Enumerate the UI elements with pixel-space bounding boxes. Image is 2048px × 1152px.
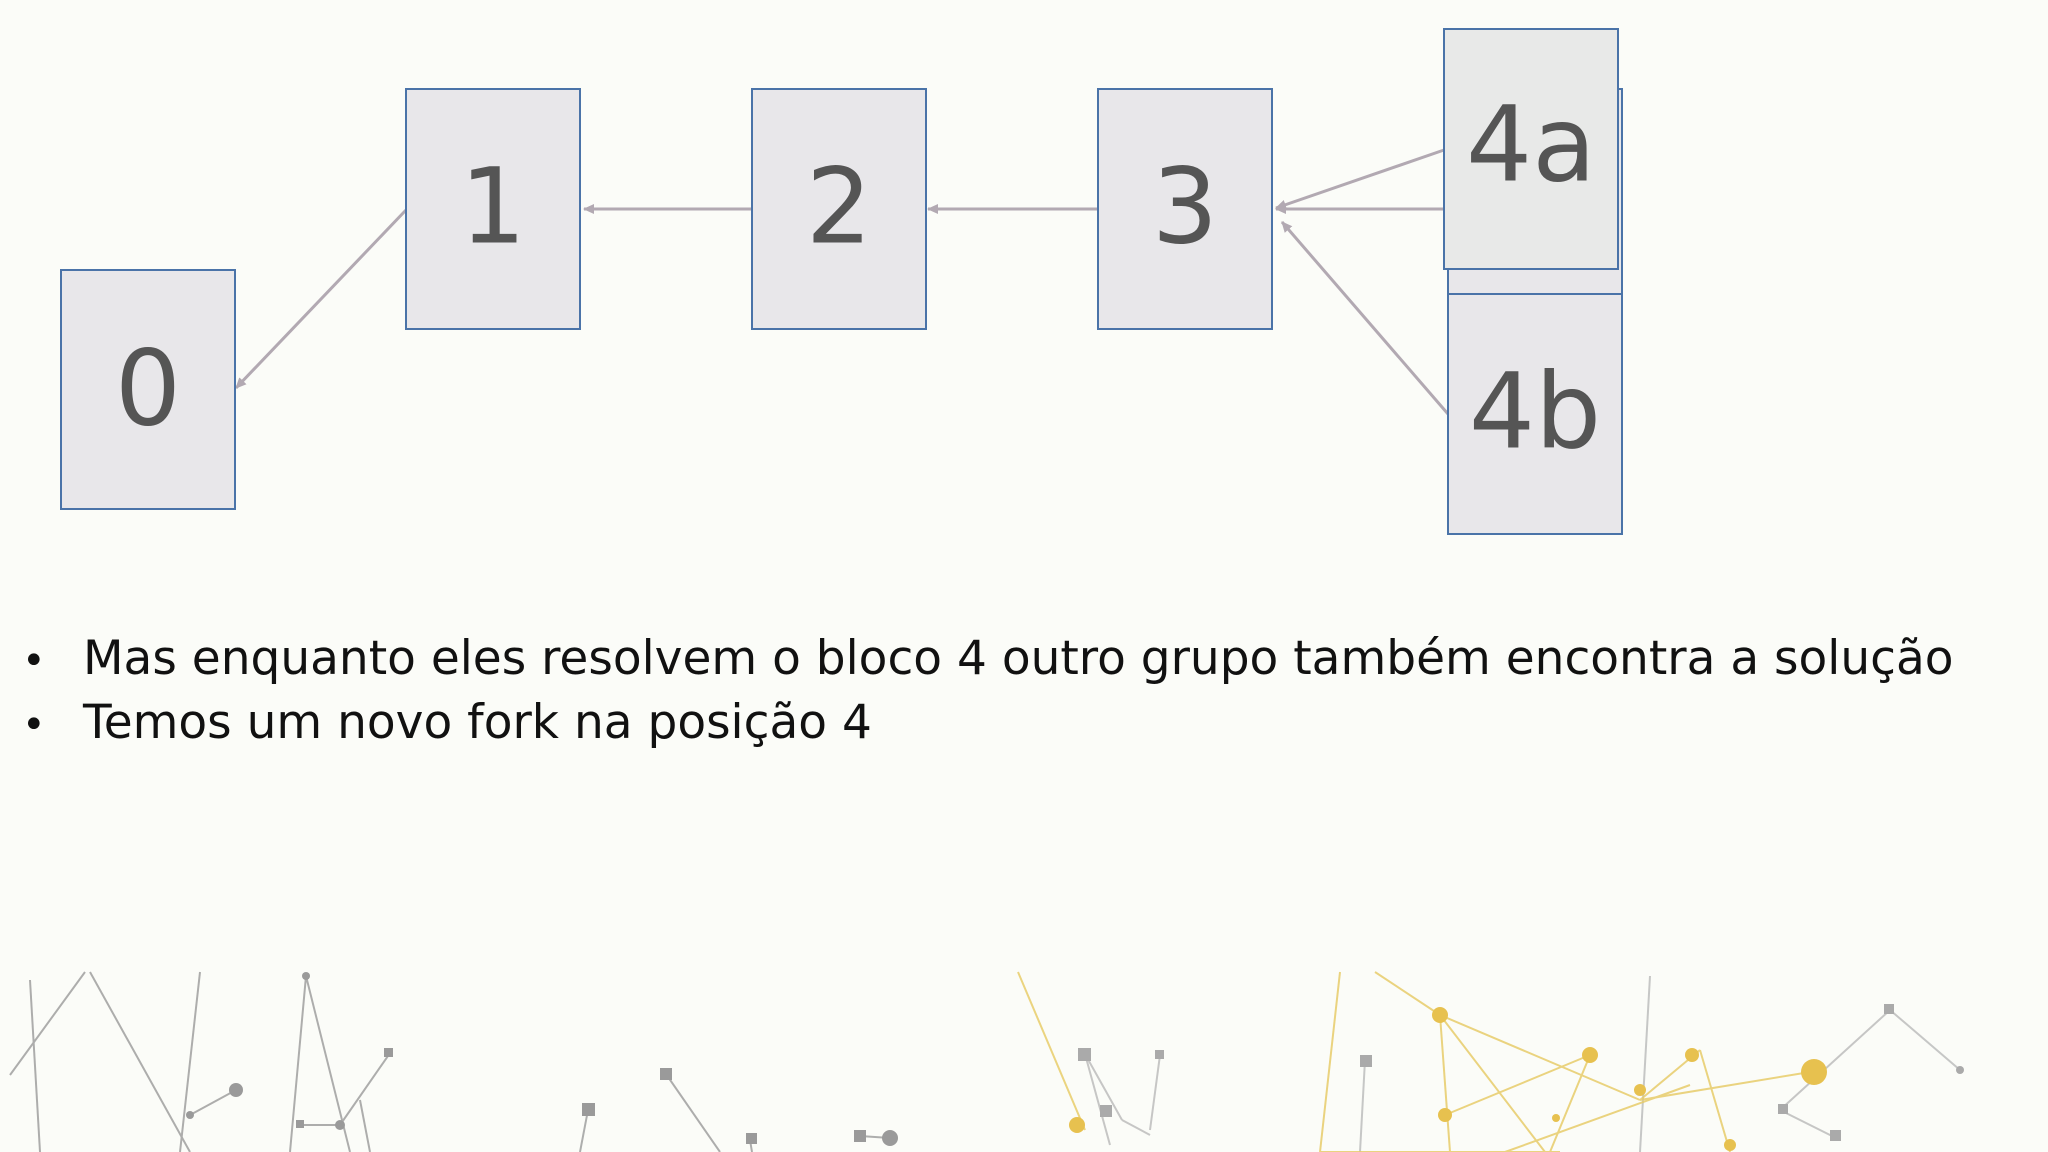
arrow-4a-to-3 [1275,148,1445,210]
block-0-label: 0 [115,327,181,449]
block-1: 1 [405,88,581,330]
bullet-icon: • [22,638,46,684]
arrow-1-to-0 [234,208,408,390]
block-2: 2 [751,88,927,330]
bullet-text: Mas enquanto eles resolvem o bloco 4 out… [83,631,1954,686]
bullet-item: • Temos um novo fork na posição 4 [22,692,1954,756]
bullet-list: • Mas enquanto eles resolvem o bloco 4 o… [22,628,1954,756]
block-4a-label: 4a [1466,83,1596,205]
block-4a: 4a [1443,28,1619,270]
block-4b: 4b [1447,293,1623,535]
bullet-text: Temos um novo fork na posição 4 [83,695,872,750]
bullet-item: • Mas enquanto eles resolvem o bloco 4 o… [22,628,1954,692]
block-4b-label: 4b [1469,350,1601,472]
block-3-label: 3 [1152,145,1218,267]
block-0: 0 [60,269,236,510]
block-3: 3 [1097,88,1273,330]
blockchain-fork-diagram: 0 1 2 3 4b 4a [60,28,1623,535]
block-1-label: 1 [460,145,526,267]
network-decoration [9,971,1964,1152]
block-2-label: 2 [806,145,872,267]
arrow-4b-to-3 [1280,221,1450,415]
bullet-icon: • [22,702,46,748]
